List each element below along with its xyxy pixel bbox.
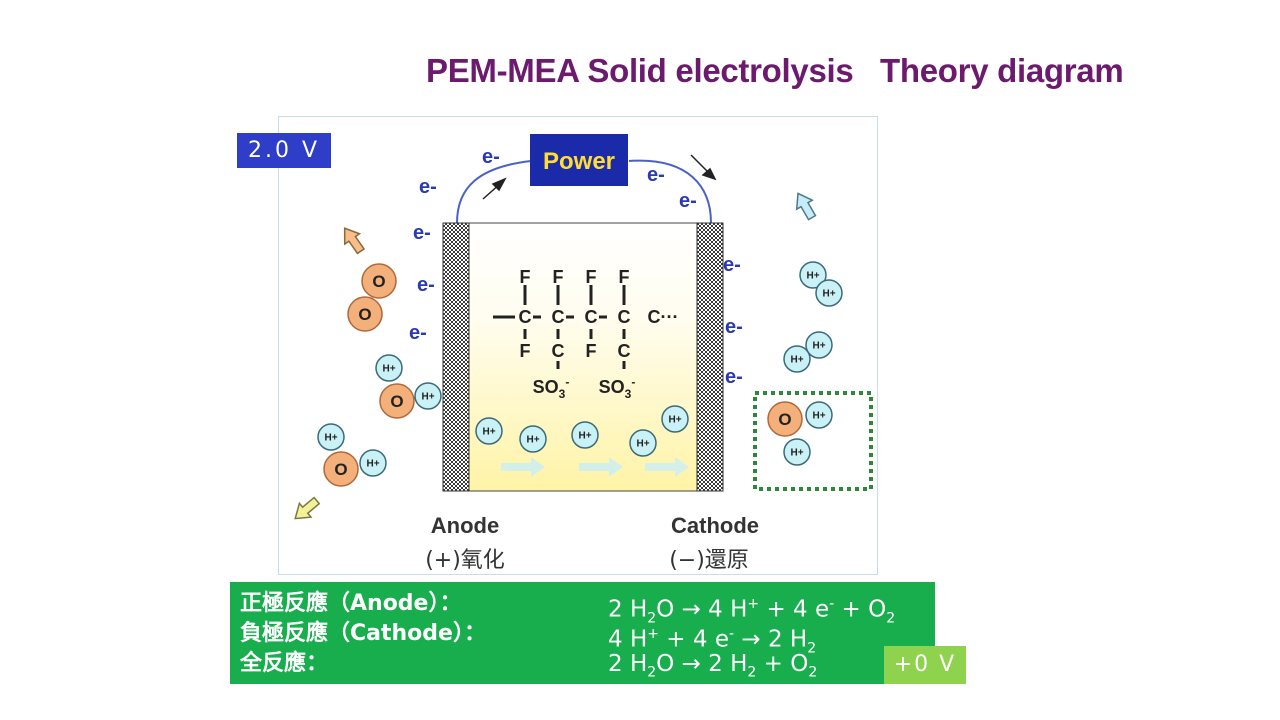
svg-text:H+: H+ xyxy=(812,411,825,422)
fluorine-label: F xyxy=(586,267,597,287)
proton: H+ xyxy=(783,438,811,466)
fluorine-label: F xyxy=(520,341,531,361)
svg-text:H+: H+ xyxy=(366,459,379,470)
electron-label: e- xyxy=(419,176,437,198)
svg-text:O: O xyxy=(358,305,371,324)
svg-text:H+: H+ xyxy=(790,448,803,459)
cathode-label: Cathode xyxy=(671,513,759,538)
equation-formula: 2 H2O → 2 H2 + O2 xyxy=(608,651,818,681)
fluorine-label: F xyxy=(520,267,531,287)
electron-labels: e-e-e-e-e-e-e-e-e-e- xyxy=(409,146,743,388)
equation-formula: 4 H+ + 4 e- → 2 H2 xyxy=(608,626,817,657)
svg-text:H+: H+ xyxy=(382,364,395,375)
proton: H+ xyxy=(414,382,442,410)
proton: H+ xyxy=(475,417,503,445)
cathode-electrode xyxy=(696,222,724,492)
carbon-tail-label: C··· xyxy=(648,307,679,327)
proton: H+ xyxy=(359,449,387,477)
oxygen-atom: O xyxy=(361,263,397,299)
equation-formula: 2 H2O → 4 H+ + 4 e- + O2 xyxy=(608,596,896,627)
oxygen-atom: O xyxy=(347,296,383,332)
equation-label: 全反應： xyxy=(240,651,329,676)
proton: H+ xyxy=(571,421,599,449)
oxygen-out-arrow-icon xyxy=(343,227,366,255)
proton: H+ xyxy=(317,423,345,451)
membrane xyxy=(468,222,698,492)
fluorine-label: F xyxy=(619,267,630,287)
page-title: PEM-MEA Solid electrolysis Theory diagra… xyxy=(426,52,1124,89)
svg-text:O: O xyxy=(390,392,403,411)
proton: H+ xyxy=(519,425,547,453)
electron-label: e- xyxy=(679,190,697,212)
oxygen-atom: O xyxy=(767,401,803,437)
sulfonate-label: SO3- xyxy=(599,375,636,401)
electron-label: e- xyxy=(413,222,431,244)
electron-wire xyxy=(456,160,532,224)
power-box xyxy=(530,134,628,186)
proton: H+ xyxy=(815,279,843,307)
svg-text:H+: H+ xyxy=(636,439,649,450)
svg-text:H+: H+ xyxy=(578,431,591,442)
hydrogen-product-box xyxy=(753,391,873,491)
arrow-icon xyxy=(690,154,717,181)
nafion-structure xyxy=(493,285,626,369)
svg-text:O: O xyxy=(778,410,791,429)
electron-label: e- xyxy=(409,322,427,344)
carbon-label: C xyxy=(552,307,565,327)
svg-text:H+: H+ xyxy=(822,289,835,300)
electron-label: e- xyxy=(723,254,741,276)
proton: H+ xyxy=(805,331,833,359)
anode-electrode xyxy=(442,222,470,492)
proton: H+ xyxy=(629,429,657,457)
proton: H+ xyxy=(783,345,811,373)
oxygen-atom: O xyxy=(323,451,359,487)
electron-label: e- xyxy=(647,164,665,186)
carbon-label: C xyxy=(519,307,532,327)
anode-subtitle: (+)氧化 xyxy=(425,548,505,573)
svg-text:H+: H+ xyxy=(421,392,434,403)
power-label: Power xyxy=(543,148,615,175)
electron-label: e- xyxy=(417,274,435,296)
proton-flow-arrows xyxy=(501,457,689,477)
electron-label: e- xyxy=(725,366,743,388)
carbon-label: C xyxy=(585,307,598,327)
oxygen-atom: O xyxy=(379,383,415,419)
svg-text:H+: H+ xyxy=(324,433,337,444)
proton: H+ xyxy=(375,354,403,382)
svg-text:H+: H+ xyxy=(790,355,803,366)
svg-text:O: O xyxy=(334,460,347,479)
carbon-label: C xyxy=(618,341,631,361)
arrow-icon xyxy=(482,177,507,200)
svg-text:H+: H+ xyxy=(806,271,819,282)
carbon-label: C xyxy=(618,307,631,327)
proton: H+ xyxy=(799,261,827,289)
hydrogen-out-arrow-icon xyxy=(795,192,817,221)
equation-label: 正極反應（Anode）： xyxy=(240,591,462,616)
sulfonate-label: SO3- xyxy=(533,375,570,401)
voltage-top-label: 2.0 V xyxy=(237,133,331,168)
proton: H+ xyxy=(661,405,689,433)
anode-label: Anode xyxy=(431,513,499,538)
proton: H+ xyxy=(805,401,833,429)
voltage-bottom-label: +0 V xyxy=(884,646,966,684)
electron-label: e- xyxy=(482,146,500,168)
carbon-label: C xyxy=(552,341,565,361)
svg-text:H+: H+ xyxy=(812,341,825,352)
fluorine-label: F xyxy=(553,267,564,287)
svg-text:O: O xyxy=(372,272,385,291)
svg-text:H+: H+ xyxy=(668,415,681,426)
svg-text:H+: H+ xyxy=(482,427,495,438)
electron-wire xyxy=(628,159,712,224)
svg-text:H+: H+ xyxy=(526,435,539,446)
fluorine-label: F xyxy=(586,341,597,361)
electron-label: e- xyxy=(725,316,743,338)
water-in-arrow-icon xyxy=(294,496,321,520)
cathode-subtitle: (−)還原 xyxy=(669,548,749,573)
equation-label: 負極反應（Cathode）： xyxy=(240,621,486,646)
equation-panel: 正極反應（Anode）： 2 H2O → 4 H+ + 4 e- + O2 負極… xyxy=(230,582,935,684)
